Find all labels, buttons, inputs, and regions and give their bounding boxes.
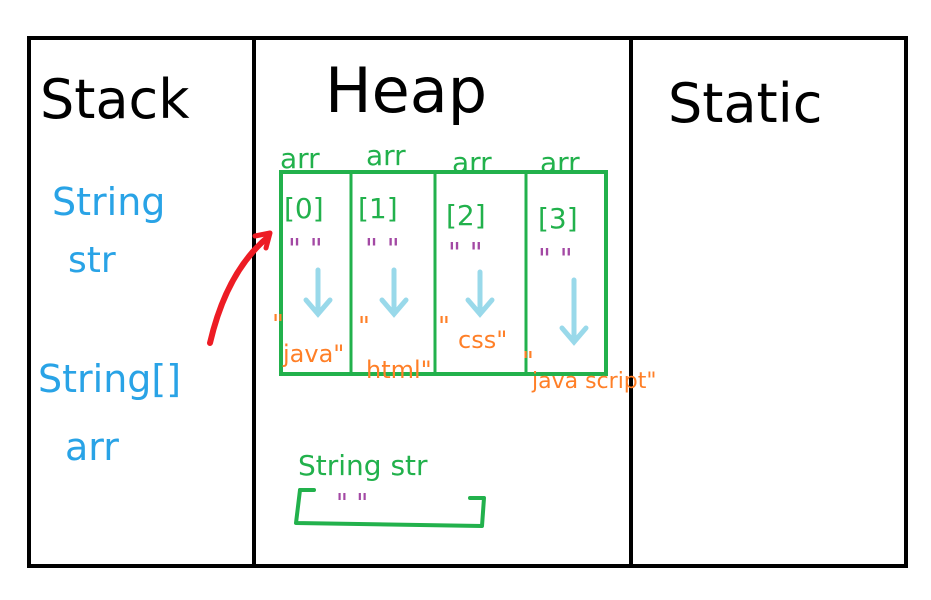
array-cell-1-index: [1] xyxy=(358,192,398,225)
array-cell-3: arr [3] " " " java script" xyxy=(522,146,657,394)
array-cell-0: arr [0] " " " java" xyxy=(272,142,344,368)
heap-string-quotes: " " xyxy=(336,489,368,519)
array-cell-1-open-quote: " xyxy=(358,312,370,342)
array-cell-1-value: html" xyxy=(366,356,432,384)
array-cell-3-down-arrow xyxy=(559,277,589,346)
heap-string-box xyxy=(294,488,486,528)
array-cell-3-value: java script" xyxy=(531,369,657,394)
stack-title: Stack xyxy=(40,68,190,131)
heap-string-object: String str " " xyxy=(294,449,486,528)
array-cell-0-open-quote: " xyxy=(272,310,284,340)
array-cell-3-open-quote: " xyxy=(522,347,534,377)
array-cell-2-index: [2] xyxy=(446,199,486,232)
array-cell-0-quotes: " " xyxy=(288,232,323,265)
array-cell-2-value: css" xyxy=(458,326,507,354)
diagram-frame xyxy=(27,36,908,568)
array-cell-0-down-arrow xyxy=(303,267,333,318)
static-title: Static xyxy=(668,72,822,135)
array-cell-1-quotes: " " xyxy=(365,232,400,265)
stack-var-arr-name: arr xyxy=(65,425,119,469)
array-cell-3-label: arr xyxy=(540,146,580,179)
reference-arrow-line xyxy=(207,234,271,346)
array-cell-2-label: arr xyxy=(452,146,492,179)
array-cell-0-label: arr xyxy=(280,142,320,175)
array-cell-2-quotes: " " xyxy=(448,236,483,269)
heap-array-box xyxy=(279,170,608,376)
stack-var-str: String str xyxy=(52,180,165,281)
array-cell-0-value: java" xyxy=(282,340,344,368)
array-cell-1-down-arrow xyxy=(379,267,409,318)
array-cell-0-index: [0] xyxy=(284,192,324,225)
heap-title: Heap xyxy=(325,54,487,127)
array-cell-3-quotes: " " xyxy=(538,242,573,275)
array-cell-1: arr [1] " " " html" xyxy=(358,139,432,384)
stack-var-arr-type: String[] xyxy=(38,357,181,401)
array-cell-1-label: arr xyxy=(366,139,406,172)
reference-arrow-head xyxy=(252,230,273,251)
array-cell-2: arr [2] " " " css" xyxy=(438,146,507,354)
array-cell-2-open-quote: " xyxy=(438,312,450,342)
reference-arrow xyxy=(207,230,273,346)
heap-array: arr [0] " " " java" arr [1] " " " html" … xyxy=(272,139,657,394)
stack-var-arr: String[] arr xyxy=(38,357,181,469)
array-cell-3-index: [3] xyxy=(538,202,578,235)
stack-var-str-type: String xyxy=(52,180,165,224)
heap-string-label: String str xyxy=(298,449,428,482)
array-cell-2-down-arrow xyxy=(465,269,495,318)
stack-var-str-name: str xyxy=(68,240,116,281)
